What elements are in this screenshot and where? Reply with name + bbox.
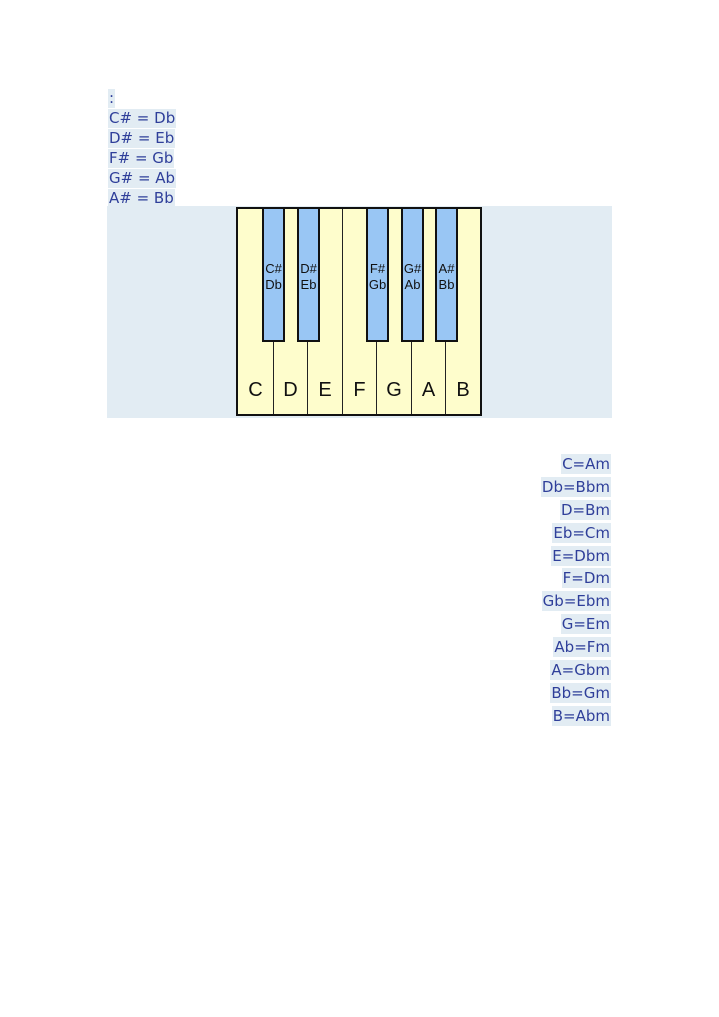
black-key-sharp: D# [300, 261, 317, 276]
black-key-sharp: F# [369, 261, 386, 276]
relative-minor-item: C=Am [541, 454, 611, 477]
white-key-label: D [283, 379, 298, 401]
relative-minor-item: D=Bm [541, 499, 611, 523]
black-key-sharp: A# [438, 261, 455, 276]
enharmonic-item-label: G# = Ab [108, 169, 177, 188]
relative-minor-label: D=Bm [559, 499, 611, 520]
relative-minor-item: Gb=Ebm [541, 591, 611, 614]
black-key-a-sharp: A# Bb [435, 209, 458, 342]
relative-minor-label: C=Am [561, 454, 611, 474]
relative-minor-label: F=Dm [561, 568, 611, 589]
relative-minor-item: Bb=Gm [541, 682, 611, 706]
relative-minor-label: Eb=Cm [552, 522, 611, 543]
black-key-g-sharp: G# Ab [401, 209, 424, 342]
black-key-f-sharp: F# Gb [366, 209, 389, 342]
black-key-sharp: C# [265, 261, 282, 276]
enharmonic-list: : C# = Db D# = Eb F# = Gb G# = Ab A# = B… [108, 88, 177, 208]
relative-minor-item: B=Abm [541, 705, 611, 729]
black-key-flat: Ab [404, 277, 421, 292]
enharmonic-header: : [108, 89, 116, 108]
relative-minor-item: A=Gbm [541, 660, 611, 683]
enharmonic-item: D# = Eb [108, 128, 176, 148]
enharmonic-item: C# = Db [108, 108, 177, 128]
white-key-e: E [308, 209, 343, 414]
relative-minor-label: B=Abm [551, 705, 611, 726]
black-key-flat: Bb [438, 277, 455, 292]
relative-minor-label: Bb=Gm [550, 682, 611, 703]
white-key-label: F [353, 379, 366, 401]
relative-minor-item: Db=Bbm [540, 476, 611, 500]
black-key-d-sharp: D# Eb [297, 209, 320, 342]
black-key-label: F# Gb [368, 261, 387, 293]
enharmonic-item-label: D# = Eb [108, 129, 176, 148]
black-key-label: G# Ab [403, 261, 422, 293]
enharmonic-item-label: A# = Bb [108, 189, 175, 208]
white-key-label: B [456, 379, 470, 401]
white-key-b: B [446, 209, 480, 414]
piano-keyboard: C D E F G A B C# Db D# Eb F# Gb G# [236, 207, 482, 416]
relative-minor-list: C=Am Db=Bbm D=Bm Eb=Cm E=Dbm F=Dm Gb=Ebm… [540, 454, 611, 729]
enharmonic-item-label: C# = Db [108, 109, 177, 128]
white-key-label: C [248, 379, 263, 401]
relative-minor-label: Ab=Fm [553, 637, 611, 658]
white-key-label: G [386, 379, 402, 401]
white-key-label: A [421, 379, 436, 401]
enharmonic-item: F# = Gb [108, 148, 176, 168]
enharmonic-item: G# = Ab [108, 168, 177, 188]
enharmonic-item-label: F# = Gb [108, 149, 175, 168]
relative-minor-item: G=Em [541, 614, 611, 637]
relative-minor-item: Ab=Fm [541, 637, 611, 660]
black-key-c-sharp: C# Db [262, 209, 285, 342]
enharmonic-header-row: : [108, 88, 176, 108]
relative-minor-item: E=Dbm [541, 545, 611, 569]
relative-minor-item: F=Dm [541, 568, 611, 591]
black-key-flat: Db [265, 277, 282, 292]
relative-minor-item: Eb=Cm [541, 522, 611, 546]
black-key-label: D# Eb [299, 261, 318, 293]
black-key-flat: Gb [368, 277, 387, 292]
relative-minor-label: Db=Bbm [540, 476, 611, 497]
relative-minor-label: E=Dbm [551, 545, 611, 566]
black-key-flat: Eb [300, 277, 317, 292]
black-key-label: A# Bb [437, 261, 456, 293]
relative-minor-label: Gb=Ebm [541, 591, 611, 612]
enharmonic-item: A# = Bb [108, 188, 176, 208]
relative-minor-label: G=Em [560, 614, 611, 635]
relative-minor-label: A=Gbm [550, 660, 611, 681]
white-key-label: E [318, 379, 332, 401]
black-key-label: C# Db [264, 261, 283, 293]
black-key-sharp: G# [403, 261, 422, 276]
